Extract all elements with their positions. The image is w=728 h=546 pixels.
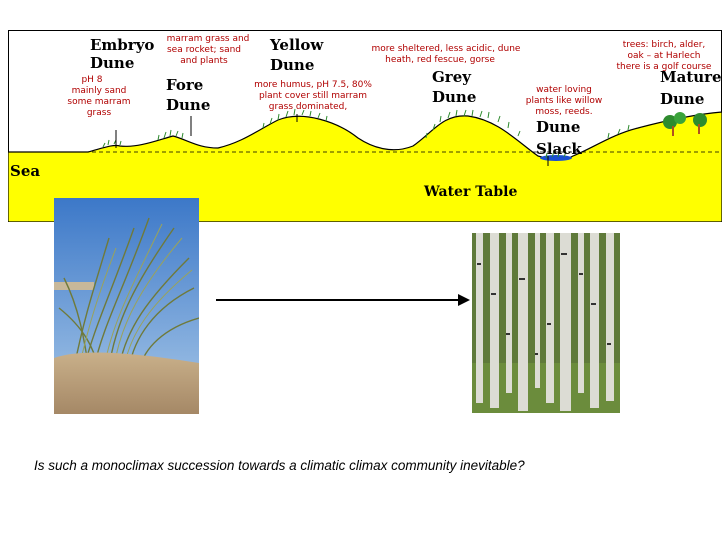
fore-note-1: marram grass and	[167, 34, 250, 44]
grey-dune-title-2: Dune	[432, 88, 476, 106]
mature-note-2: oak – at Harlech	[627, 51, 700, 61]
yellow-dune-title-1: Yellow	[269, 36, 324, 54]
mature-note-1: trees: birch, alder,	[623, 40, 706, 50]
yellow-dune-title-2: Dune	[270, 56, 314, 74]
tree-icon	[663, 112, 707, 136]
dune-slack-title-1: Dune	[536, 118, 580, 136]
succession-arrow-icon	[216, 294, 470, 306]
yellow-note-3: grass dominated,	[269, 102, 348, 112]
embryo-note-4: grass	[87, 108, 112, 118]
mature-dune-title-1: Mature	[660, 68, 722, 86]
fore-dune-title-1: Fore	[166, 76, 203, 94]
yellow-note-1: more humus, pH 7.5, 80%	[254, 80, 372, 90]
grey-dune-title-1: Grey	[432, 68, 472, 86]
marram-grass-dune-photo	[54, 198, 199, 414]
embryo-note-3: some marram	[67, 97, 130, 107]
embryo-note-1: pH 8	[81, 75, 102, 85]
pointer-lines	[115, 114, 549, 166]
mature-note-3: there is a golf course	[617, 62, 712, 72]
fore-dune-title-2: Dune	[166, 96, 210, 114]
sand-dune-succession-diagram: Sea Water Table Embryo Dune Fore Dune Ye…	[8, 30, 722, 222]
sea-label: Sea	[10, 162, 40, 180]
birch-forest-photo	[472, 233, 620, 413]
vegetation-tufts	[102, 108, 630, 159]
fore-note-3: and plants	[180, 56, 228, 66]
slack-note-3: moss, reeds.	[535, 107, 592, 117]
grey-note-2: heath, red fescue, gorse	[385, 55, 495, 65]
dune-profile	[8, 111, 722, 222]
succession-question: Is such a monoclimax succession towards …	[34, 458, 525, 473]
mature-dune-title-2: Dune	[660, 90, 704, 108]
dune-slack-title-2: Slack	[536, 140, 582, 158]
yellow-note-2: plant cover still marram	[259, 91, 367, 101]
fore-note-2: sea rocket; sand	[167, 45, 241, 55]
embryo-dune-title-1: Embryo	[90, 36, 154, 54]
slack-note-2: plants like willow	[526, 96, 603, 106]
embryo-note-2: mainly sand	[72, 86, 127, 96]
water-table-label: Water Table	[423, 184, 517, 200]
grey-note-1: more sheltered, less acidic, dune	[372, 44, 521, 54]
embryo-dune-title-2: Dune	[90, 54, 134, 72]
slack-note-1: water loving	[536, 85, 592, 95]
